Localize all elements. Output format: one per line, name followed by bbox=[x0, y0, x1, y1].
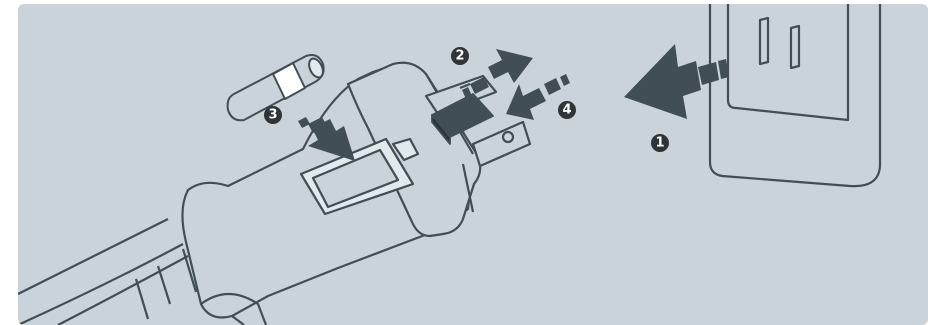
step-2-badge: 2 bbox=[451, 47, 469, 65]
step-4-number: 4 bbox=[562, 103, 571, 118]
diagram-panel: 1 bbox=[18, 4, 928, 325]
step-4-badge: 4 bbox=[558, 101, 576, 119]
step-1-badge: 1 bbox=[651, 134, 669, 152]
step-3-number: 3 bbox=[268, 108, 277, 123]
step-2-number: 2 bbox=[455, 49, 464, 64]
step-3-badge: 3 bbox=[264, 106, 282, 124]
outlet-icon bbox=[710, 4, 880, 186]
fuse-replacement-diagram: 1 bbox=[18, 4, 928, 325]
step-1-number: 1 bbox=[655, 136, 664, 151]
